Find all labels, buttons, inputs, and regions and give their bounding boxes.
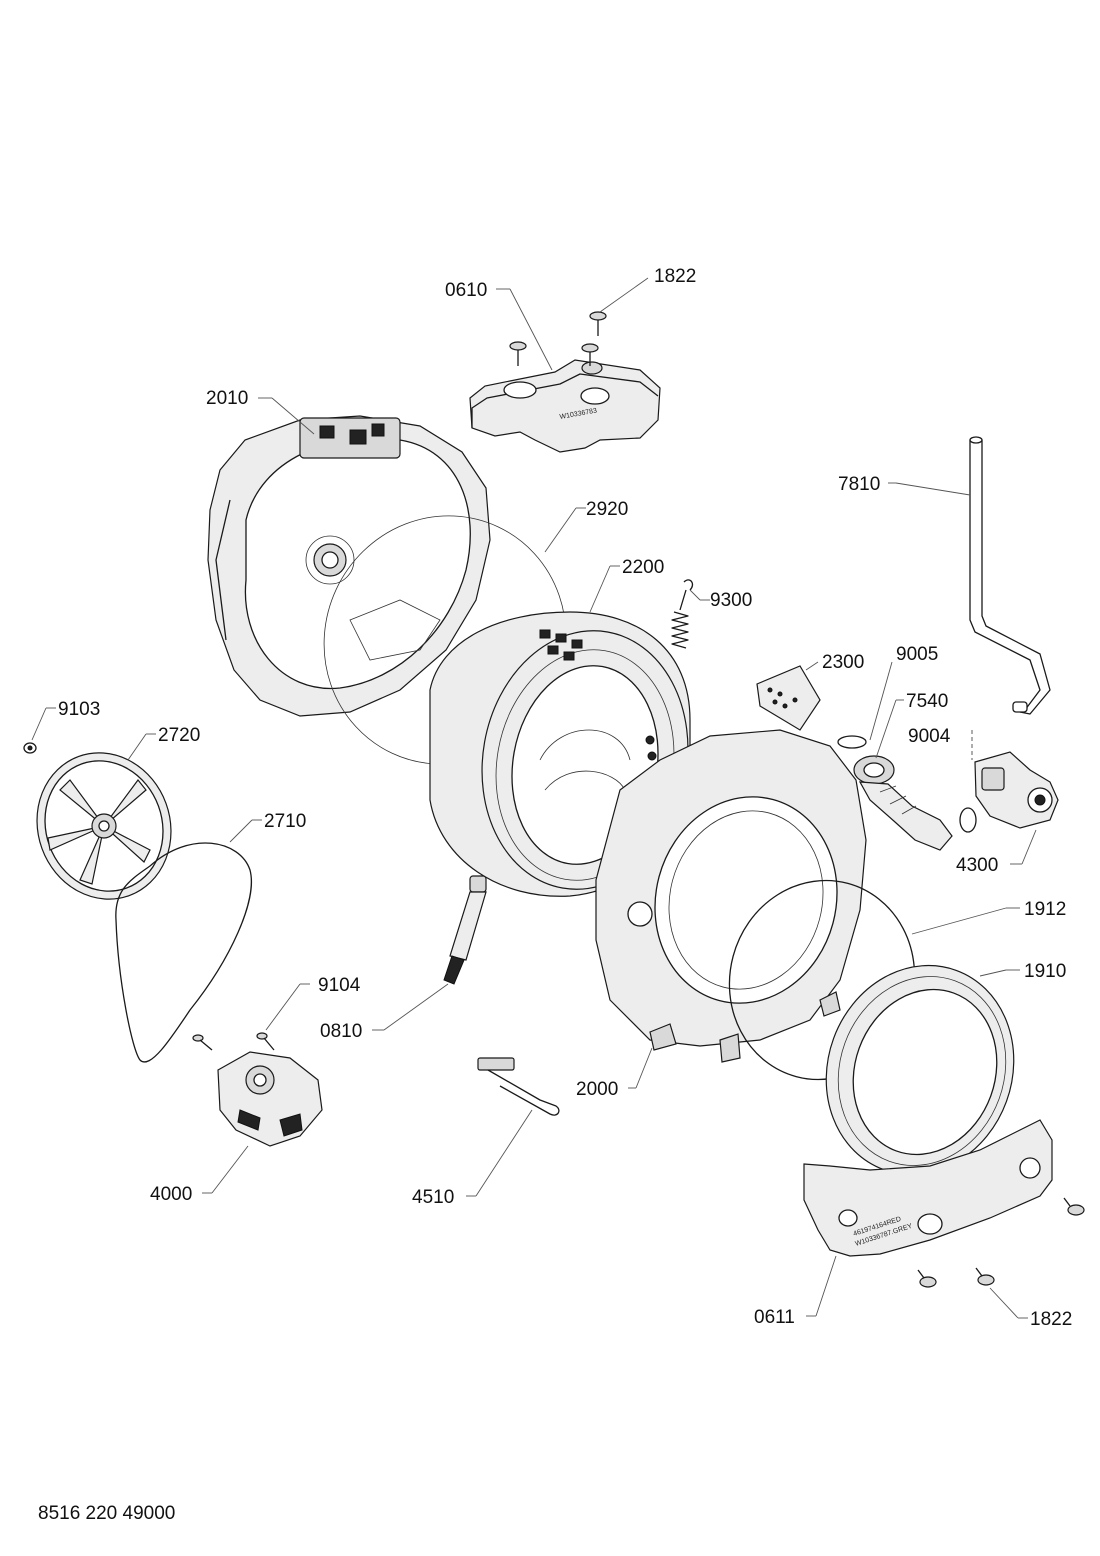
screw-9104-a [192,1034,213,1051]
clip-9103-part [23,742,37,754]
label-1822-top: 1822 [654,266,696,287]
shock-absorber-0810-part [443,875,487,985]
label-0610: 0610 [445,280,487,301]
label-9005: 9005 [896,644,938,665]
label-4300: 4300 [956,855,998,876]
label-2010: 2010 [206,388,248,409]
leader-2300 [805,661,819,671]
label-4000: 4000 [150,1184,192,1205]
label-0810: 0810 [320,1021,362,1042]
label-7540: 7540 [906,691,948,712]
door-seal-1910-part [825,964,1015,1176]
label-0611: 0611 [754,1307,795,1328]
bellows-7540-part [853,755,953,851]
damper-pad-2300-part [756,665,821,731]
top-counterweight-part: W10336783 [469,359,661,453]
front-tub-part [595,729,867,1063]
screw-1822-bottom-a [1063,1197,1085,1216]
part-number-labels: 0610 1822 2010 2920 7810 2200 9300 2300 … [58,266,1072,1330]
screw-1822-top-c [581,343,599,366]
bottom-counterweight-part: 461974164RED W10336787.GREY [803,1119,1053,1257]
screw-1822-top-b [589,311,607,336]
drain-pump-part [959,730,1059,833]
leader-1822-top [599,277,649,313]
label-9004: 9004 [908,726,951,747]
label-1822-bottom: 1822 [1030,1309,1072,1330]
label-2300: 2300 [822,652,864,673]
screw-1822-bottom-b [917,1269,937,1288]
screw-1822-bottom-c [975,1267,995,1286]
label-2920: 2920 [586,499,628,520]
drive-belt-2710-part [115,842,252,1063]
screw-9104-b [256,1032,275,1051]
screw-1822-top-a [509,341,527,366]
clamp-9005-part [837,735,867,749]
pulley-2720-part [36,752,172,900]
leader-lines [31,277,1037,1319]
spring-9300-part [671,579,694,649]
heater-4510-part [477,1057,560,1116]
label-9300: 9300 [710,590,752,611]
rear-tub-part [207,415,491,717]
label-9103: 9103 [58,699,100,720]
motor-4000-part [217,1051,323,1147]
label-2720: 2720 [158,725,200,746]
label-4510: 4510 [412,1187,454,1208]
leader-9005 [869,661,893,741]
label-9104: 9104 [318,975,361,996]
label-1912: 1912 [1024,899,1066,920]
document-code: 8516 220 49000 [38,1503,175,1524]
label-2000: 2000 [576,1079,618,1100]
label-7810: 7810 [838,474,880,495]
label-1910: 1910 [1024,961,1066,982]
label-2710: 2710 [264,811,306,832]
pipe-7810-part [969,436,1051,715]
label-2200: 2200 [622,557,664,578]
